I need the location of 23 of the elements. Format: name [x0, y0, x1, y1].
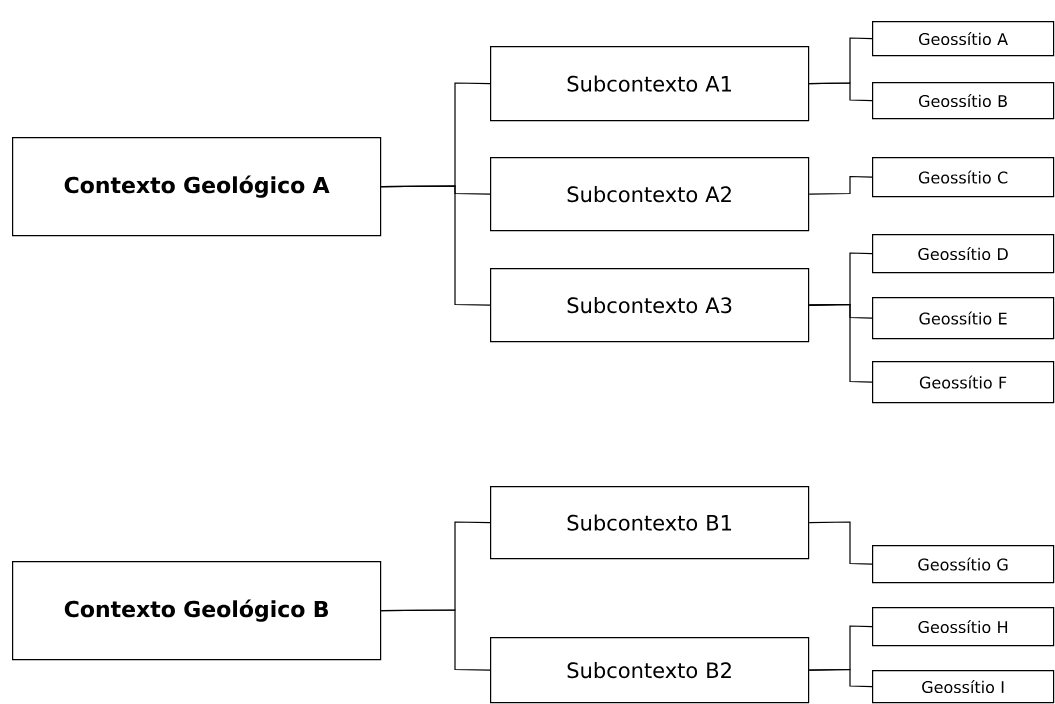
connector-line: [808, 82, 873, 102]
geosite-box: Geossítio C: [872, 157, 1055, 198]
subcontext-box: Subcontexto A3: [490, 268, 810, 343]
connector-line: [380, 609, 491, 671]
geosite-box: Geossítio B: [872, 82, 1055, 120]
geosite-box: Geossítio I: [872, 670, 1055, 704]
context-box: Contexto Geológico A: [12, 137, 382, 237]
connector-line: [808, 175, 873, 195]
geosite-box: Geossítio F: [872, 361, 1055, 404]
subcontext-box: Subcontexto B1: [490, 486, 810, 560]
geosite-box: Geossítio G: [872, 545, 1055, 584]
geosite-box: Geossítio D: [872, 234, 1055, 274]
subcontext-box: Subcontexto B2: [490, 637, 810, 704]
connector-line: [380, 185, 491, 306]
connector-line: [808, 303, 873, 383]
geosite-box: Geossítio H: [872, 607, 1055, 647]
connector-line: [808, 668, 873, 688]
context-box: Contexto Geológico B: [12, 561, 382, 661]
geosite-box: Geossítio E: [872, 297, 1055, 340]
geosite-box: Geossítio A: [872, 21, 1055, 57]
connector-line: [808, 521, 873, 565]
subcontext-box: Subcontexto A2: [490, 157, 810, 232]
subcontext-box: Subcontexto A1: [490, 46, 810, 122]
